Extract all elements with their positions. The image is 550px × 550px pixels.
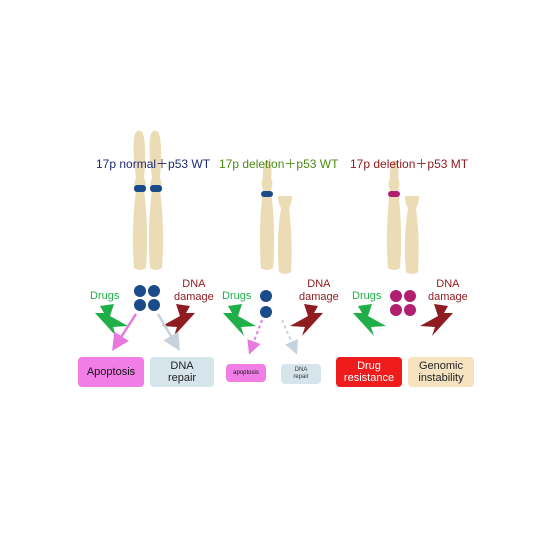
arrow-to-dna-repair	[156, 313, 180, 352]
drug-resistance-box: Drug resistance	[336, 357, 402, 387]
drugs-label: Drugs	[352, 290, 382, 302]
panel-title-deletion-wt: 17p deletion＋p53 WT	[219, 157, 339, 171]
dna-damage-label: DNA damage	[174, 278, 214, 304]
dna-damage-label-line2: damage	[299, 291, 339, 303]
genomic-instability-label-line2: instability	[418, 372, 464, 384]
dna-repair-label-small-line1: DNA	[294, 367, 308, 373]
p53-dot	[404, 290, 416, 302]
p53-dot	[148, 299, 160, 311]
p53-dot	[390, 304, 402, 316]
chromosome-left	[132, 130, 148, 270]
chromosome-right-deleted	[404, 196, 419, 274]
drugs-bolt-icon	[353, 304, 386, 336]
dna-damage-label: DNA damage	[428, 278, 468, 304]
apoptosis-label: Apoptosis	[86, 366, 136, 378]
damage-bolt-icon	[420, 304, 453, 336]
genomic-instability-box: Genomic instability	[408, 357, 474, 387]
dna-repair-label-line2: repair	[167, 372, 197, 384]
chromosome-left	[386, 160, 402, 270]
p53-dot	[148, 285, 160, 297]
arrow-to-apoptosis	[112, 313, 138, 351]
dna-damage-label-line2: damage	[174, 291, 214, 303]
dna-repair-box-small: DNA repair	[281, 364, 321, 384]
p53-dot	[260, 290, 272, 302]
drugs-label: Drugs	[90, 290, 120, 302]
dna-damage-label-line1: DNA	[307, 278, 331, 290]
drug-resistance-label-line1: Drug	[357, 360, 381, 372]
p53-dot	[404, 304, 416, 316]
dna-repair-box: DNA repair	[150, 357, 214, 387]
panel-title-normal: 17p normal＋p53 WT	[96, 157, 211, 171]
p53-dot	[260, 306, 272, 318]
dna-repair-label-small-line2: repair	[293, 374, 309, 380]
p53-proteins-mutant	[390, 290, 416, 316]
chromosome-right-deleted	[277, 196, 292, 274]
p53-band-mutant	[388, 191, 400, 197]
dna-repair-label-line1: DNA	[170, 360, 194, 372]
apoptosis-box-small: apoptosis	[226, 364, 266, 382]
dna-damage-label: DNA damage	[299, 278, 339, 304]
apoptosis-label-small: apoptosis	[233, 370, 259, 376]
p53-proteins-normal	[134, 285, 160, 311]
chromosome-left	[259, 160, 275, 270]
apoptosis-box: Apoptosis	[78, 357, 144, 387]
chromosome-pair-deletion-mt	[386, 160, 419, 274]
p53-proteins-deletion-wt	[260, 290, 272, 318]
p53-dot	[390, 290, 402, 302]
drugs-label: Drugs	[222, 290, 252, 302]
damage-bolt-icon	[290, 304, 323, 336]
damage-bolt-icon	[162, 304, 195, 336]
p53-dot	[134, 299, 146, 311]
chromosome-pair-normal	[132, 130, 164, 270]
dna-damage-label-line1: DNA	[436, 278, 460, 290]
chromosome-pair-deletion-wt	[259, 160, 292, 274]
drug-resistance-label-line2: resistance	[343, 372, 395, 384]
genomic-instability-label-line1: Genomic	[418, 360, 464, 372]
p53-band-right	[150, 185, 162, 192]
drugs-bolt-icon	[223, 304, 256, 336]
panel-title-deletion-mt: 17p deletion＋p53 MT	[350, 157, 469, 171]
dna-damage-label-line1: DNA	[182, 278, 206, 290]
p53-dot	[134, 285, 146, 297]
dna-damage-label-line2: damage	[428, 291, 468, 303]
p53-band-left	[134, 185, 146, 192]
chromosome-right	[148, 130, 164, 270]
drugs-bolt-icon	[95, 304, 128, 336]
p53-band-left	[261, 191, 273, 197]
